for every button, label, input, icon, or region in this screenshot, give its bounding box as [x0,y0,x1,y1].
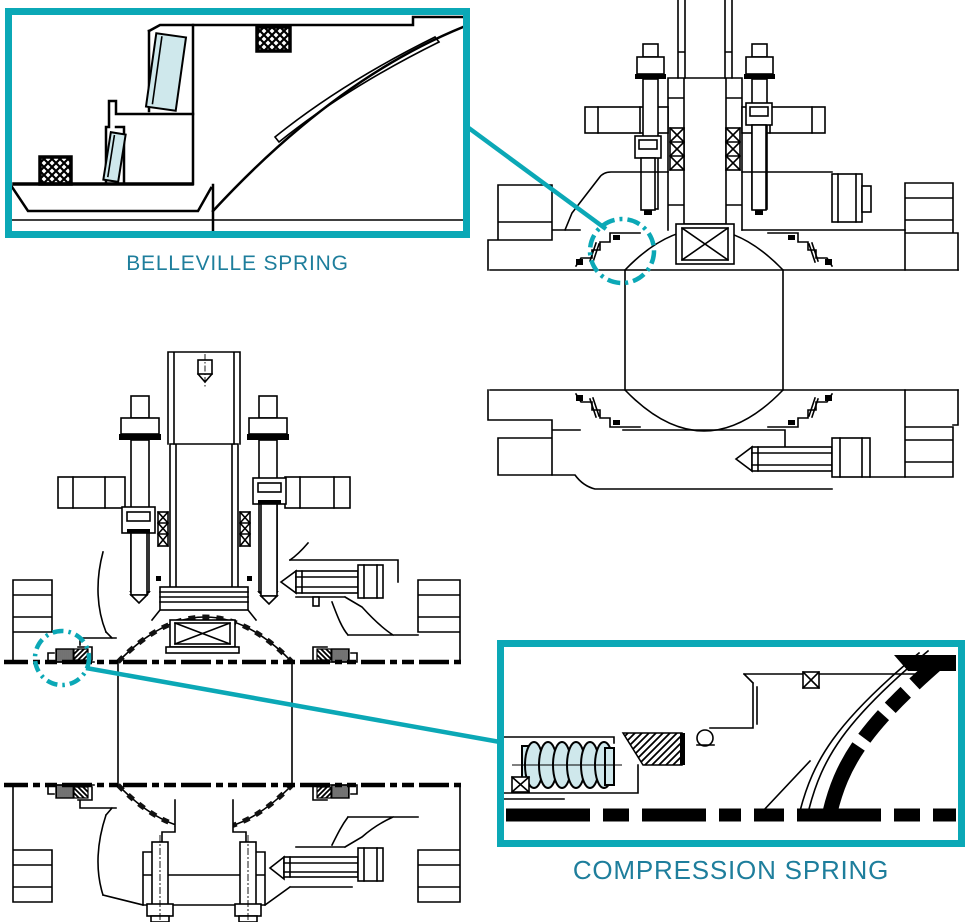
valve-stem [167,351,241,588]
ball-valve-compression-drawing [4,351,462,922]
flow-bore-lines [489,269,959,391]
seat-lower-right [767,392,834,428]
stem-flange [150,586,258,622]
ball-surface-arc [211,25,463,213]
stem-ball-connector [675,223,735,265]
stem-ball-connector [165,619,240,654]
compression-detail-box [497,640,965,847]
belleville-label: BELLEVILLE SPRING [126,252,349,275]
flow-bore-dashed-lines [4,659,462,788]
mounting-flange-bar [584,106,826,134]
drain-bolt-upper [279,564,384,607]
seat-insert-hatched [621,732,683,766]
seat-lower-left [574,392,641,428]
stem-packing-left [156,510,170,548]
end-flange-right [417,579,461,903]
drain-bolt-lower [268,847,384,882]
seat-pocket-profile [12,15,463,231]
stem-packing-left [668,126,686,172]
compression-label: COMPRESSION SPRING [572,855,890,885]
belleville-spring-washer-large [144,32,188,112]
body-outline [79,559,419,907]
o-ring-seal-upper [255,25,292,53]
valve-bonnet [563,171,906,232]
trunnion-bolt-right [234,835,262,922]
gland-screw-left [634,135,662,215]
ball-valve-belleville-drawing [487,0,959,490]
compression-detail-drawing [504,649,956,822]
ball-surface-arc [760,649,956,814]
trunnion-bolt-left [146,835,174,922]
stem-packing-right [238,510,252,548]
gland-screw-right [252,477,287,606]
body-neck [97,541,310,634]
o-ring-seal-top [801,670,821,690]
o-ring-seal-lower [38,155,73,186]
belleville-detail-drawing [12,15,463,231]
belleville-spring-washer-small [102,131,127,184]
o-ring-seal-left [510,775,531,794]
gland-screw-left [121,506,156,605]
seat-retainer-profile [504,672,921,800]
body-bottom [551,429,906,490]
ball [623,228,785,432]
belleville-detail-box [5,8,470,238]
end-flange-right [904,182,959,478]
end-flange-left [12,579,53,903]
seat-upper-right [767,232,834,268]
ball-bearing [696,729,714,747]
stem-packing-right [724,126,742,172]
seat-upper-left [574,232,641,268]
valve-stem [667,0,743,231]
mounting-flange-bar [57,476,351,509]
gland-screw-right [745,102,773,215]
compression-spring-coil [512,741,622,789]
